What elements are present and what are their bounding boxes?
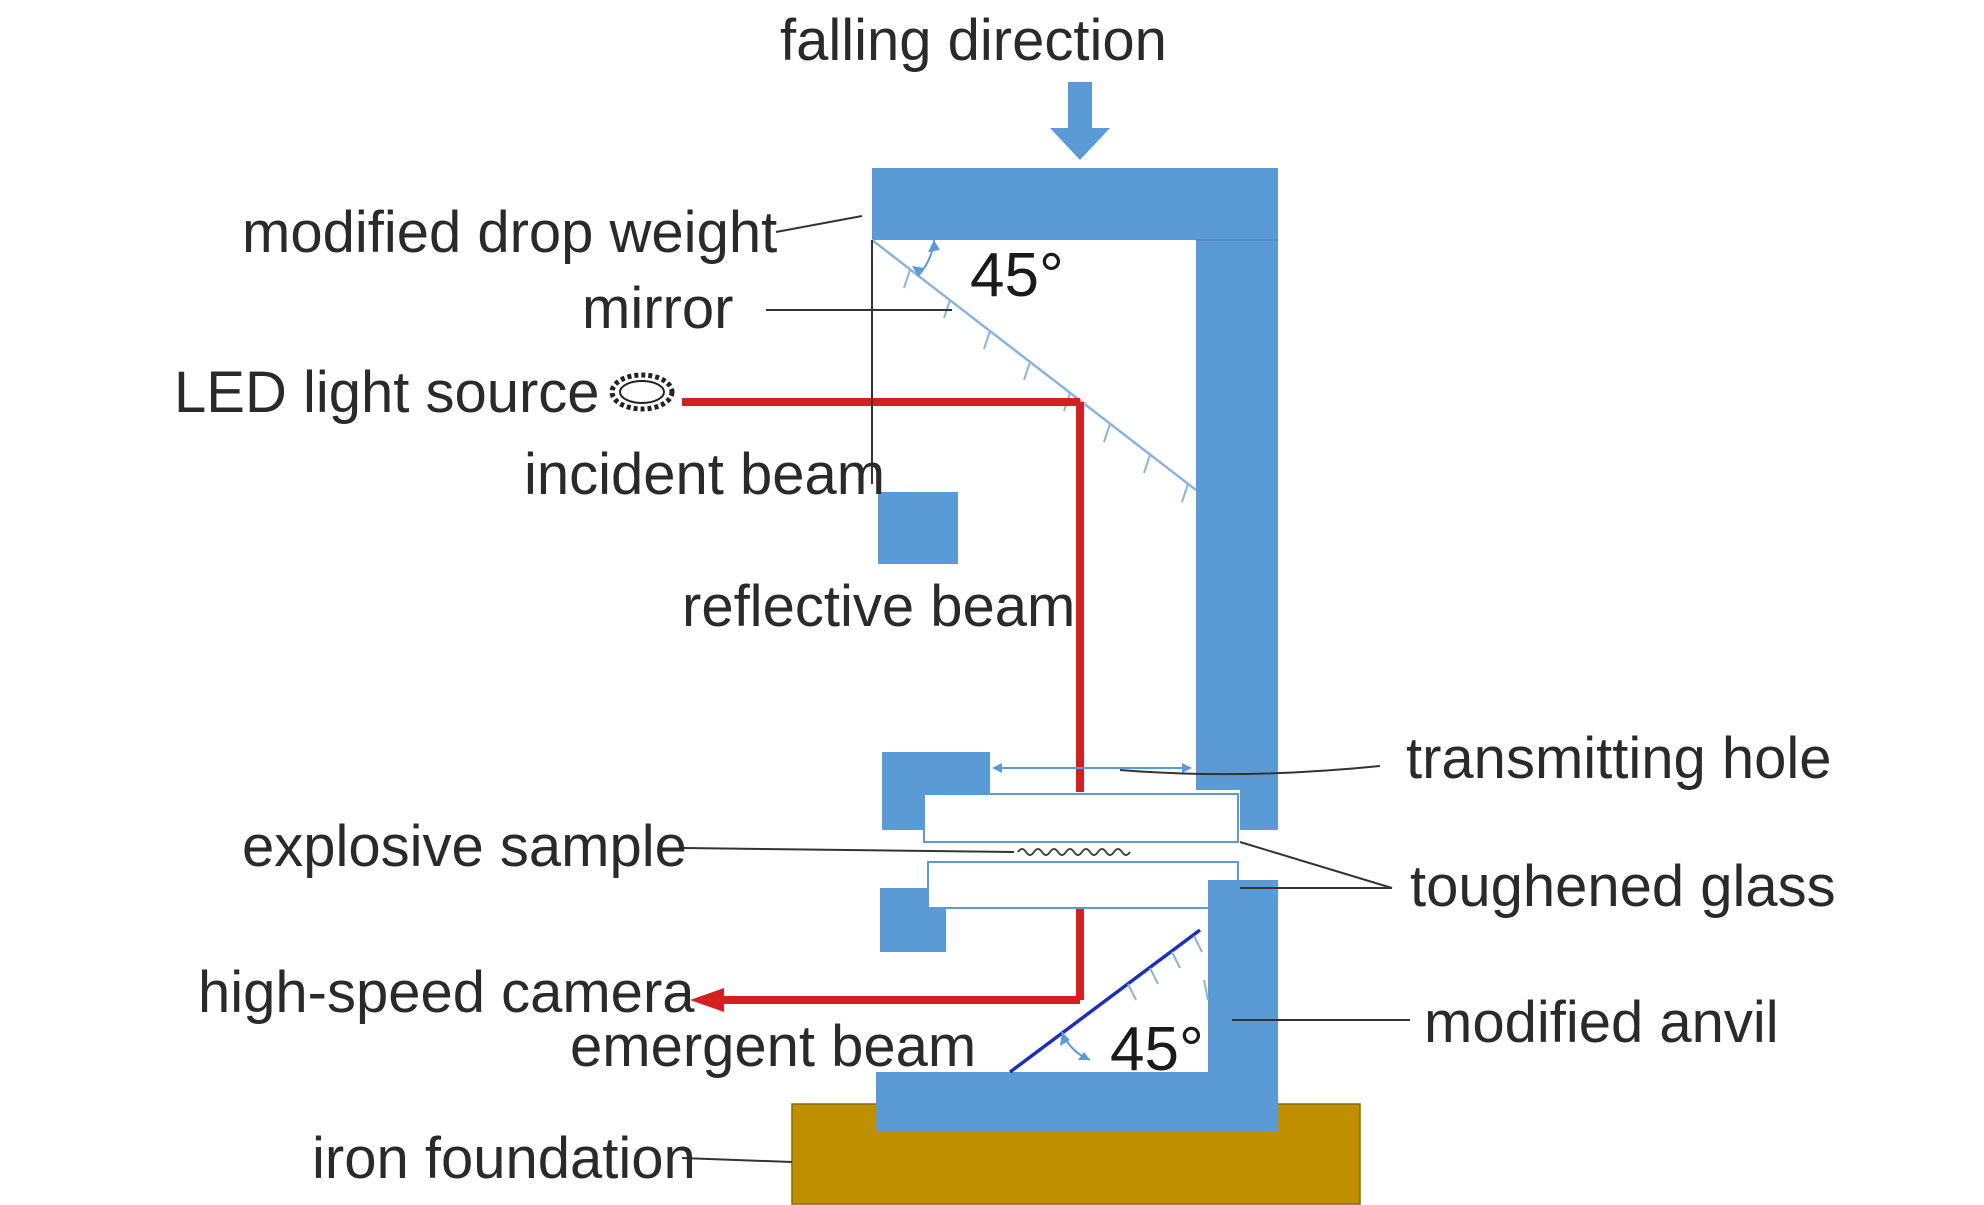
label-emergent-beam: emergent beam — [570, 1014, 976, 1079]
falling-direction-arrow — [1050, 82, 1110, 160]
leader-lines — [681, 215, 1410, 1163]
anvil-base — [876, 1072, 1278, 1132]
label-reflective-beam: reflective beam — [682, 574, 1075, 639]
small-guide-block — [878, 492, 958, 564]
label-falling-direction: falling direction — [780, 8, 1167, 73]
label-toughened-glass: toughened glass — [1410, 854, 1836, 919]
label-transmitting-hole: transmitting hole — [1406, 726, 1832, 791]
label-iron-foundation: iron foundation — [312, 1126, 696, 1191]
label-incident-beam: incident beam — [524, 442, 885, 507]
label-modified-drop-weight: modified drop weight — [242, 200, 777, 265]
label-angle-top: 45° — [970, 241, 1064, 310]
lower-toughened-glass — [927, 861, 1239, 909]
modified-drop-weight — [872, 168, 1278, 830]
lower-mirror — [1008, 928, 1209, 1074]
label-mirror: mirror — [582, 276, 733, 341]
label-explosive-sample: explosive sample — [242, 814, 687, 879]
label-modified-anvil: modified anvil — [1424, 990, 1779, 1055]
explosive-sample — [1016, 846, 1132, 858]
label-high-speed-camera: high-speed camera — [198, 960, 695, 1025]
light-beam-path — [682, 398, 1084, 1012]
led-light-source-icon — [609, 372, 675, 412]
label-angle-bottom: 45° — [1110, 1015, 1204, 1084]
label-led-light-source: LED light source — [174, 360, 600, 425]
upper-toughened-glass — [923, 793, 1239, 843]
